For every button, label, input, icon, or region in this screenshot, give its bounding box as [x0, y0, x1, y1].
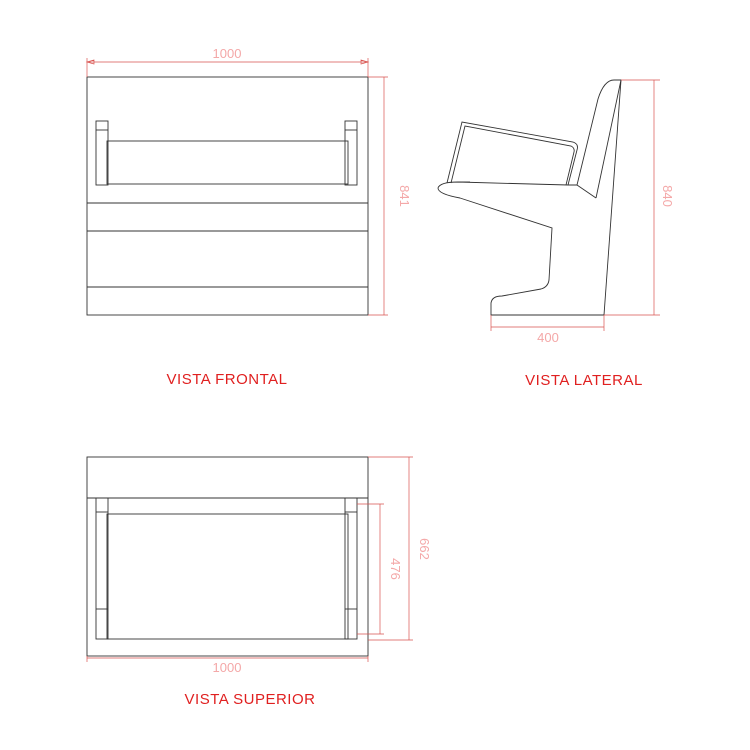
front-left-post: [95, 120, 109, 186]
front-view: 1000 841 VISTA FRONTAL: [85, 46, 412, 388]
front-view-title: VISTA FRONTAL: [167, 371, 288, 388]
top-left-armrest: [95, 497, 109, 640]
top-outline: [86, 456, 369, 657]
front-dim-width-text: 1000: [213, 46, 242, 61]
top-dim-depth-text: 662: [417, 538, 432, 560]
top-dim-width-text: 1000: [213, 660, 242, 675]
side-armrest-inner: [450, 125, 575, 186]
side-view-title: VISTA LATERAL: [525, 372, 643, 389]
front-outline: [86, 76, 369, 316]
side-seat-edge: [576, 184, 597, 199]
top-view: 476 662 1000 VISTA SUPERIOR: [86, 456, 432, 708]
front-right-post: [344, 120, 358, 186]
front-backrest: [106, 140, 349, 185]
side-armrest-outer: [446, 121, 578, 186]
top-view-title: VISTA SUPERIOR: [185, 691, 316, 708]
top-dim-inner-text: 476: [388, 558, 403, 580]
side-body: [437, 79, 622, 316]
side-view: 840 400 VISTA LATERAL: [437, 79, 675, 389]
front-dim-height-text: 841: [397, 185, 412, 207]
side-dim-base-text: 400: [537, 330, 559, 345]
side-dim-height-text: 840: [660, 185, 675, 207]
side-back-edge: [595, 79, 622, 199]
top-right-armrest: [344, 497, 358, 640]
top-seat: [106, 513, 349, 640]
front-dim-width-arrows: [85, 59, 370, 65]
